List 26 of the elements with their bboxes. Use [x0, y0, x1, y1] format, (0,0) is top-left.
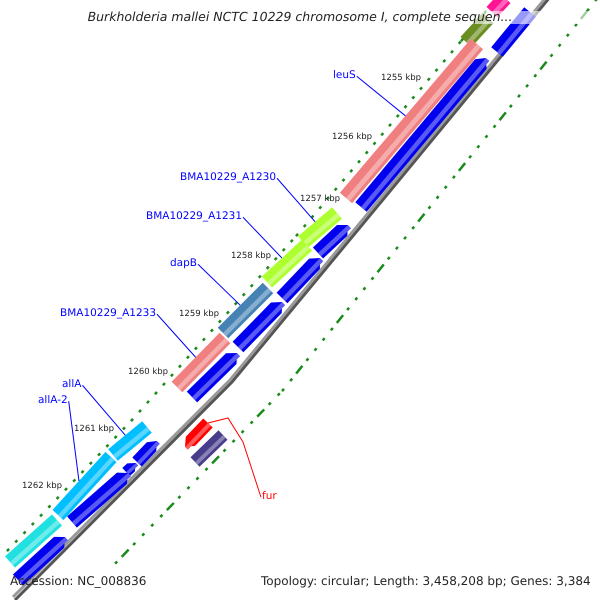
- scale-label: 1257 kbp: [300, 194, 340, 204]
- genome-info-text: Topology: circular; Length: 3,458,208 bp; Genes: 3,384: [261, 574, 591, 587]
- leader-line: [208, 417, 262, 498]
- scale-label: 1256 kbp: [332, 132, 372, 142]
- gene-label: dapB: [170, 258, 197, 268]
- gene-label: leuS: [333, 70, 356, 80]
- scale-label: 1255 kbp: [381, 74, 422, 82]
- gene-label: fur: [262, 491, 277, 502]
- gene-label: BMA10229_A1231: [146, 211, 242, 222]
- scale-label: 1259 kbp: [179, 310, 220, 318]
- leader-line: [197, 264, 241, 306]
- leader-line: [276, 178, 316, 222]
- leader-line: [82, 384, 126, 436]
- gene-label: allA-2: [38, 395, 68, 406]
- gene-bar: [298, 207, 342, 248]
- gene-bar: [185, 418, 213, 450]
- leader-line: [68, 400, 80, 482]
- scale-label: 1261 kbp: [74, 424, 114, 434]
- gene-label: BMA10229_A1230: [180, 172, 276, 182]
- gene-bar: [172, 332, 230, 392]
- gene-label: allA: [62, 379, 82, 390]
- scale-label: 1262 kbp: [22, 482, 62, 490]
- gene-bar: [218, 282, 274, 338]
- leader-line: [242, 216, 282, 258]
- scale-label: 1258 kbp: [231, 252, 272, 260]
- gene-label: BMA10229_A1233: [60, 308, 156, 318]
